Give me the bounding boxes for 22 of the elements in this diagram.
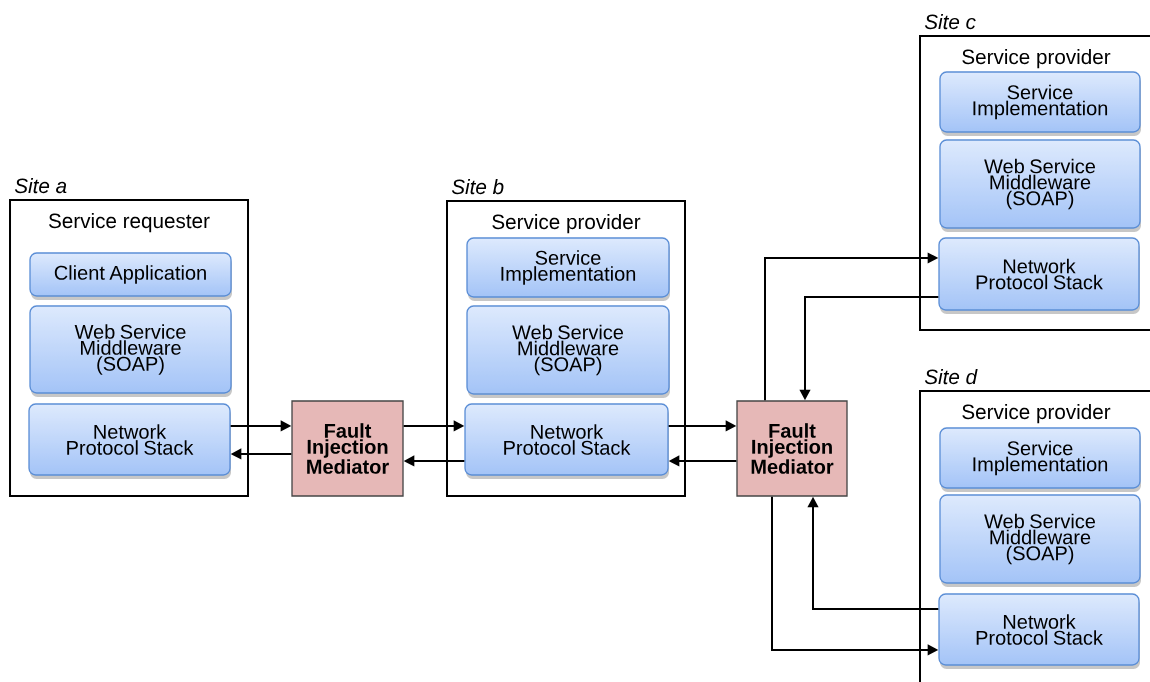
layer-box: Web Service Middleware (SOAP) [29,305,232,397]
layer-box: Network Protocol Stack [464,403,669,479]
layer-box: Client Application [29,252,232,300]
role-heading: Service provider [962,404,1111,424]
layer-box: Network Protocol Stack [28,403,231,479]
layer-box: Service Implementation [939,427,1141,492]
layer-box: Web Service Middleware (SOAP) [939,139,1141,232]
role-heading: Service provider [962,49,1111,69]
mediator-box: Fault Injection Mediator [736,400,848,497]
site-heading: Site d [924,369,978,385]
role-heading: Service requester [48,213,210,233]
role-heading: Service provider [492,214,641,234]
layer-box: Network Protocol Stack [938,593,1140,669]
layer-box: Service Implementation [466,237,670,301]
layer-box: Web Service Middleware (SOAP) [939,494,1141,587]
site-heading: Site c [924,14,976,30]
site-heading: Site a [14,178,67,194]
site-heading: Site b [451,179,504,195]
layer-box: Network Protocol Stack [938,237,1140,314]
layer-box: Service Implementation [939,71,1141,136]
layer-box: Web Service Middleware (SOAP) [466,305,670,398]
mediator-box: Fault Injection Mediator [291,400,404,497]
